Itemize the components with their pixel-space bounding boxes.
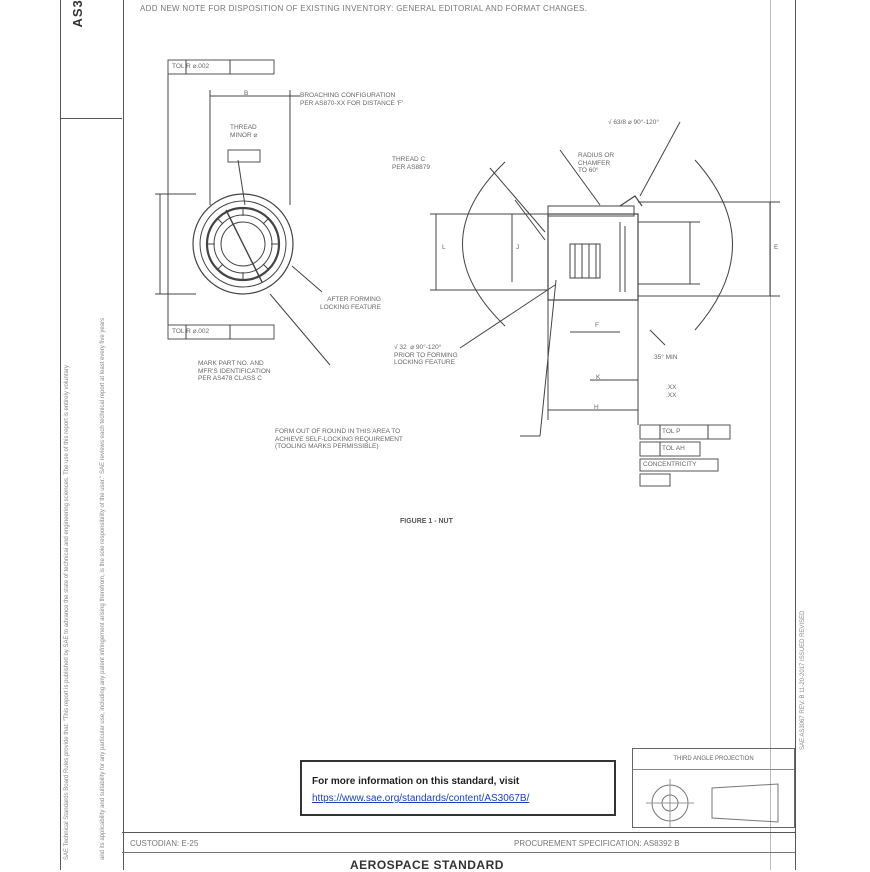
dim-h: H [594,404,599,411]
doc-id-box [60,0,122,119]
aerospace-standard-title: AEROSPACE STANDARD [350,858,504,872]
min-angle: 35° MIN [654,354,678,361]
form-out-note: FORM OUT OF ROUND IN THIS AREA TO ACHIEV… [275,428,403,450]
dim-xx: .XX .XX [666,384,677,399]
right-border-inner [770,0,771,870]
dim-l: L [442,244,446,251]
tol-frame-top-shape [167,59,275,75]
after-forming-note: AFTER FORMING LOCKING FEATURE [320,296,381,311]
info-title: For more information on this standard, v… [312,776,520,787]
info-box: For more information on this standard, v… [300,760,616,816]
procurement-spec: PROCUREMENT SPECIFICATION: AS8392 B [514,839,680,848]
tol-right-2: TOL AH [662,445,685,452]
left-arc-shape [462,161,506,327]
dim-j: J [516,244,520,251]
dim-f: F [595,322,599,329]
left-title-strip [60,0,124,870]
finish-top-note: √ 63/8 ⌀ 90°-120° [608,119,659,126]
right-border [795,0,796,870]
thread-minor-note: THREAD MINOR ⌀ [230,124,258,139]
title-block: CUSTODIAN: E-25 PROCUREMENT SPECIFICATIO… [122,832,795,871]
tol-right-1: TOL P [662,428,681,435]
projection-title: THIRD ANGLE PROJECTION [633,749,794,770]
top-note: ADD NEW NOTE FOR DISPOSITION OF EXISTING… [140,4,588,13]
projection-box: THIRD ANGLE PROJECTION [632,748,795,828]
figure-caption: FIGURE 1 - NUT [400,518,453,525]
mark-part-note: MARK PART NO. AND MFR'S IDENTIFICATION P… [198,360,271,382]
dim-k: K [596,374,601,381]
title-block-divider [122,852,795,853]
custodian: CUSTODIAN: E-25 [130,839,199,848]
standard-link[interactable]: https://www.sae.org/standards/content/AS… [312,793,530,804]
tol-frame-bottom: TOL R ⌀.002 [172,328,210,335]
concentricity-frame: CONCENTRICITY [643,461,697,468]
finish-bottom-note: √ 32 ⌀ 90°-120° PRIOR TO FORMING LOCKING… [394,344,458,366]
tol-frame-top: TOL R ⌀.002 [172,63,210,70]
dim-b: B [244,90,249,97]
dim-e: E [774,244,779,251]
broaching-note: BROACHING CONFIGURATION PER AS870-XX FOR… [300,92,404,107]
thread-c-note: THREAD C PER AS8879 [392,156,430,171]
right-arc-shape [694,159,733,331]
radius-note: RADIUS OR CHAMFER TO 60° [578,152,615,174]
